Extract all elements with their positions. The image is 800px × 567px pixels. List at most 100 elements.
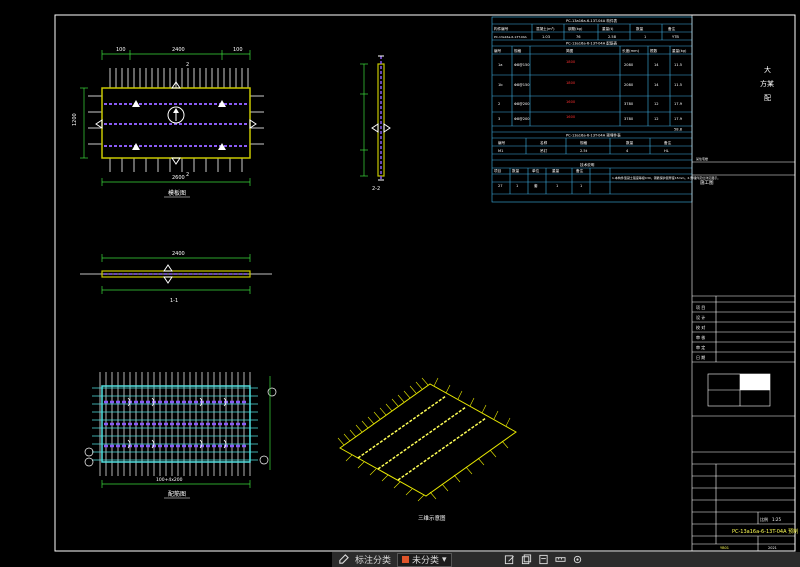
t4-h1: 项目	[494, 168, 501, 173]
title-block	[691, 15, 795, 551]
annotate-icon[interactable]	[338, 554, 349, 565]
plan-dim-left: 100	[116, 47, 126, 53]
t1-h6: 备注	[668, 26, 676, 31]
iso-view-title: 三维示意图	[418, 514, 446, 522]
rebar-dim: 100+4x200	[156, 477, 183, 483]
section-2-slab	[377, 63, 385, 177]
plan-dim-mid: 2400	[172, 47, 185, 53]
tb-row-5: 审 定	[696, 344, 705, 350]
plan-dim-side: 1200	[72, 113, 78, 126]
t3-h5: 备注	[664, 140, 672, 145]
t2-r3-c2: Φ8@200	[514, 102, 530, 106]
t3-h2: 名称	[540, 140, 548, 145]
tb-row-2: 设 计	[696, 314, 705, 320]
sheet-code: YB01	[720, 546, 729, 550]
arrow-circle-icon	[167, 106, 185, 124]
t1-h1: 构件编号	[494, 26, 509, 31]
edit-icon[interactable]	[504, 554, 515, 565]
rebar-horizontal-bars	[92, 387, 258, 461]
t1-c3: 76	[576, 35, 581, 39]
t4-c1: 27	[498, 184, 503, 188]
t2-r4-c3: 1600	[566, 115, 576, 119]
t2-h4: 长度(mm)	[622, 48, 640, 53]
plan-top-rebar-ends	[88, 68, 264, 172]
t2-r2-c6: 11.5	[674, 83, 682, 87]
t2-r3-c1: 2	[498, 102, 500, 106]
section-mark-bottom	[171, 157, 181, 165]
rebar-view: 100+4x200 配筋图	[84, 372, 277, 499]
plan-dimensions	[80, 50, 251, 186]
copy-icon[interactable]	[521, 554, 532, 565]
t2-r1-c5: 14	[654, 63, 659, 67]
t3-h3: 规格	[580, 140, 588, 145]
title-block-text: 大 方某 配 某住宅楼 施工图 项 目 设 计 校 对 审 核 审 定 日 期 …	[696, 65, 798, 550]
stage-label: 施工图	[700, 179, 714, 186]
chevron-down-icon: ▾	[442, 554, 447, 565]
t3-h1: 编号	[498, 140, 506, 145]
iso-rebar-ticks	[337, 377, 511, 502]
t3-c4: 4	[626, 149, 629, 153]
t3-h4: 数量	[626, 140, 634, 145]
rebar-view-title: 配筋图	[168, 490, 186, 498]
drawing-frame	[54, 14, 796, 552]
t1-c6: YTB	[672, 35, 679, 39]
page-icon[interactable]	[538, 554, 549, 565]
t2-title: PC-13a16a-6-13T-04A 配筋表	[566, 41, 617, 46]
iso-slab-outline	[339, 383, 517, 497]
section-2-title: 2-2	[372, 186, 380, 192]
rebar-mesh-lines	[104, 400, 248, 448]
section-1-title: 1-1	[170, 298, 178, 304]
title-block-logo-fill	[740, 374, 770, 390]
category-select[interactable]: 未分类 ▾	[397, 552, 452, 567]
t3-c2: 吊钉	[540, 148, 548, 153]
t4-h3: 单位	[532, 168, 540, 173]
t2-r3-c4: 3780	[624, 102, 634, 106]
t2-r4-c6: 17.9	[674, 117, 683, 121]
plan-cut-mark-top: 2	[186, 62, 189, 68]
company-line-1: 大	[764, 65, 771, 74]
tb-row-4: 审 核	[696, 334, 705, 340]
annotation-toolbar: 标注分类 未分类 ▾	[332, 552, 800, 567]
t1-title: PC-13a16a-6-13T-04A 构件表	[566, 18, 617, 23]
t2-h5: 根数	[650, 48, 658, 53]
t2-r4-c1: 3	[498, 117, 500, 121]
t2-r1-c3: 1800	[566, 60, 576, 64]
t2-r2-c5: 14	[654, 83, 659, 87]
t4-h2: 数量	[512, 168, 520, 173]
t1-h5: 数量	[636, 26, 644, 31]
tb-row-6: 日 期	[696, 354, 705, 360]
isometric-view: 三维示意图	[337, 377, 517, 522]
t1-h4: 重量(t)	[602, 26, 614, 31]
tb-row-1: 项 目	[696, 304, 705, 310]
t2-r2-c3: 1800	[566, 81, 576, 85]
t1-h2: 混凝土(m³)	[536, 26, 555, 31]
t1-c2: 1.03	[542, 35, 550, 39]
category-select-value: 未分类	[412, 556, 440, 566]
annotate-category-label: 标注分类	[355, 556, 392, 566]
plan-view-title: 模板图	[168, 189, 186, 197]
rebar-slab-outline	[101, 385, 251, 463]
t2-r1-c4: 2080	[624, 63, 634, 67]
t2-r1-c2: Φ8@150	[514, 63, 530, 67]
section-2-2-view: 2-2	[360, 55, 391, 192]
tables-text: PC-13a16a-6-13T-04A 构件表 构件编号 混凝土(m³) 钢筋(…	[494, 18, 720, 188]
t4-note: 1.本构件混凝土强度等级C30，钢筋保护层厚度15mm。2.预埋件定位详见图示。	[612, 175, 720, 180]
tb-row-3: 校 对	[696, 324, 705, 330]
t4-h4: 重量	[552, 168, 560, 173]
measure-icon[interactable]	[555, 554, 566, 565]
t1-c4: 2.58	[608, 35, 617, 39]
t4-c4: 1	[556, 184, 558, 188]
t2-h6: 重量(kg)	[672, 48, 687, 53]
t2-r3-c3: 1600	[566, 100, 576, 104]
plan-dim-bottom: 2600	[172, 175, 185, 181]
t2-r3-c6: 17.9	[674, 102, 683, 106]
section-1-dim: 2400	[172, 251, 185, 257]
t4-title: 技术说明	[580, 162, 595, 167]
t2-r3-c5: 12	[654, 102, 659, 106]
section-1-slab	[101, 270, 251, 278]
t3-title: PC-13a16a-6-13T-04A 预埋件表	[566, 133, 621, 138]
settings-icon[interactable]	[572, 554, 583, 565]
company-line-2: 方某	[760, 79, 774, 88]
t2-r1-c1: 1a	[498, 63, 503, 67]
